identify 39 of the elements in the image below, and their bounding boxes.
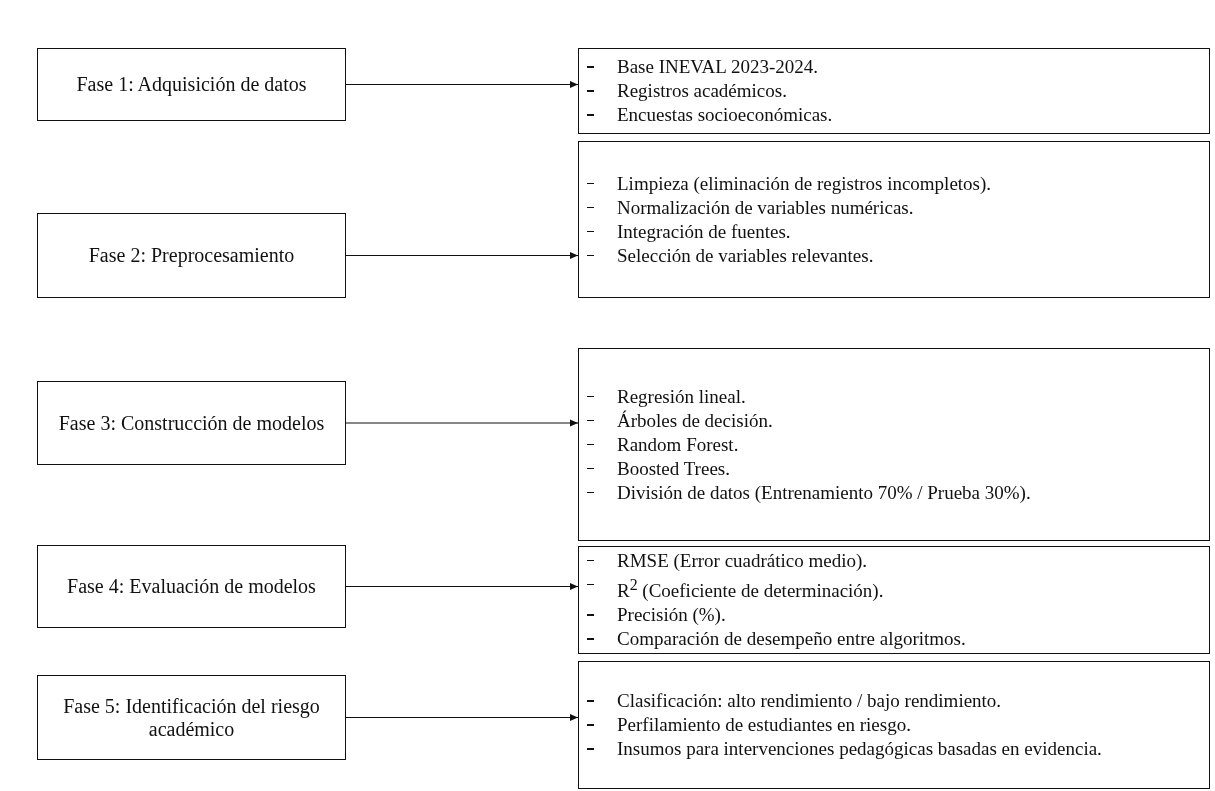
phase-label: Fase 5: Identificación del riesgo académico [62, 694, 321, 741]
list-item: Integración de fuentes. [617, 219, 791, 244]
arrow [345, 582, 579, 591]
list-item: Clasificación: alto rendimiento / bajo rendimiento. [617, 689, 1002, 713]
phase-box [37, 675, 346, 760]
list-item: Normalización de variables numéricas. [617, 195, 914, 220]
list-item: Base INEVAL 2023-2024. [617, 55, 819, 79]
list-item: RMSE (Error cuadrático medio). [617, 548, 868, 573]
list-box [578, 661, 1210, 789]
list-item: División de datos (Entrenamiento 70% / Prueba 30%). [617, 480, 1031, 505]
list-item: Encuestas socioeconómicas. [617, 103, 833, 127]
phase-label: Fase 2: Preprocesamiento [88, 244, 295, 267]
list-box [578, 48, 1210, 134]
phase-box [37, 545, 346, 628]
list-item: Insumos para intervenciones pedagógicas basadas en evidencia. [617, 737, 1102, 761]
phase-box [37, 381, 346, 465]
list-item: Boosted Trees. [617, 456, 730, 481]
list-item: Comparación de desempeño entre algoritmos. [617, 627, 966, 652]
list-item: Precisión (%). [617, 603, 726, 628]
phase-label: Fase 4: Evaluación de modelos [67, 575, 316, 598]
list-item: Regresión lineal. [617, 384, 746, 409]
list-box [578, 546, 1210, 654]
phase-box [37, 213, 346, 298]
list-item: Registros académicos. [617, 79, 787, 103]
list-item: Árboles de decisión. [617, 408, 773, 433]
arrow [345, 80, 579, 89]
list-box [578, 348, 1210, 541]
list-item: Limpieza (eliminación de registros incompletos). [617, 171, 992, 196]
phase-label: Fase 3: Construcción de modelos [58, 411, 325, 435]
list-item: Random Forest. [617, 432, 739, 457]
phase-box [37, 48, 346, 121]
list-item: Perfilamiento de estudiantes en riesgo. [617, 713, 911, 737]
list-box [578, 141, 1210, 298]
list-item: Selección de variables relevantes. [617, 243, 874, 268]
arrow [345, 419, 579, 427]
phase-label: Fase 1: Adquisición de datos [76, 73, 307, 96]
arrow [345, 251, 579, 260]
arrow [345, 713, 579, 722]
list-item: R$^{2}$ (Coeficiente de determinación). [617, 574, 884, 604]
